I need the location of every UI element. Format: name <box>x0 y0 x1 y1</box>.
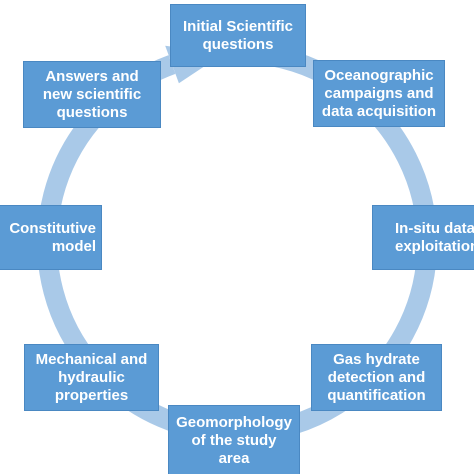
node-gas-hydrate-detection: Gas hydrate detection and quantification <box>311 344 442 411</box>
node-oceanographic-campaigns: Oceanographic campaigns and data acquisi… <box>313 60 445 127</box>
node-label: Mechanical and hydraulic properties <box>35 350 148 404</box>
node-label: Answers and new scientific questions <box>42 67 142 121</box>
node-label: In-situ data exploitation <box>395 219 474 255</box>
node-constitutive-model: Constitutive model <box>0 205 102 270</box>
node-label: Initial Scientific questions <box>182 17 294 53</box>
node-geomorphology: Geomorphology of the study area <box>168 405 300 474</box>
node-answers-new-questions: Answers and new scientific questions <box>23 61 161 128</box>
node-label: Gas hydrate detection and quantification <box>327 350 426 404</box>
node-label: Constitutive model <box>9 219 96 255</box>
node-label: Geomorphology of the study area <box>176 414 292 467</box>
node-initial-scientific-questions: Initial Scientific questions <box>170 4 306 67</box>
node-label: Oceanographic campaigns and data acquisi… <box>321 66 437 120</box>
node-mechanical-hydraulic-properties: Mechanical and hydraulic properties <box>24 344 159 411</box>
node-in-situ-data-exploitation: In-situ data exploitation <box>372 205 474 270</box>
